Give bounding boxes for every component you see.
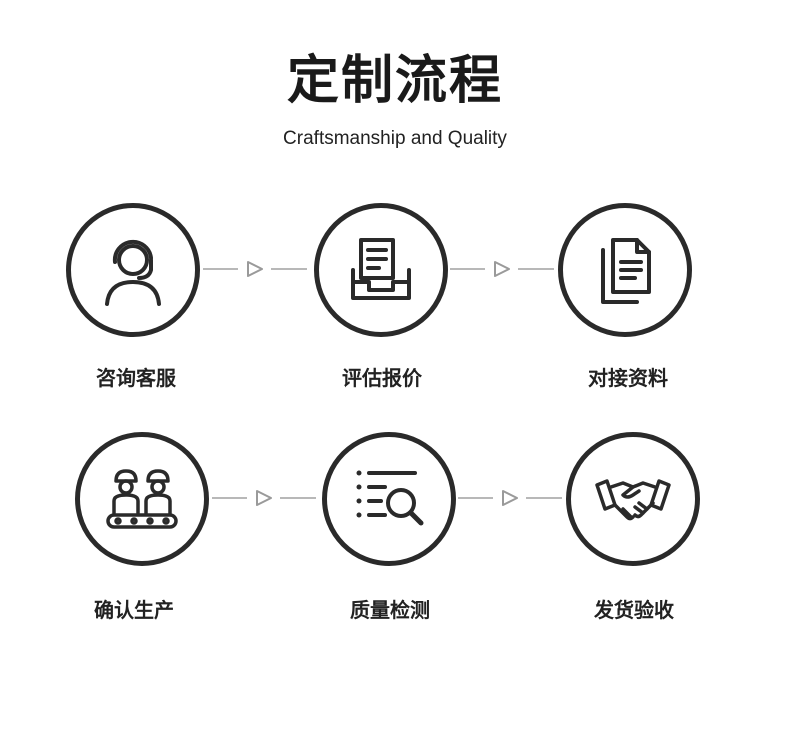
step-circle <box>322 432 456 566</box>
step-circle <box>66 203 200 337</box>
step-documents <box>558 203 698 343</box>
page-subtitle: Craftsmanship and Quality <box>283 128 507 149</box>
step-connector-arrow <box>212 488 322 508</box>
step-label-delivery: 发货验收 <box>594 598 674 622</box>
step-quality <box>322 432 462 572</box>
step-connector-arrow <box>450 259 560 279</box>
step-circle <box>314 203 448 337</box>
step-connector-arrow <box>458 488 568 508</box>
step-circle <box>558 203 692 337</box>
document-tray-icon <box>351 238 411 300</box>
step-production <box>75 432 215 572</box>
step-label-quote: 评估报价 <box>342 366 422 390</box>
handshake-icon <box>595 479 671 521</box>
step-consult <box>66 203 206 343</box>
step-label-consult: 咨询客服 <box>96 366 176 390</box>
workers-conveyor-icon <box>106 469 178 529</box>
list-search-icon <box>356 470 424 526</box>
step-label-quality: 质量检测 <box>350 598 430 622</box>
step-quote <box>314 203 454 343</box>
documents-icon <box>601 238 651 304</box>
customer-service-icon <box>105 239 161 306</box>
step-circle <box>75 432 209 566</box>
step-label-documents: 对接资料 <box>588 366 668 390</box>
step-connector-arrow <box>203 259 313 279</box>
step-label-production: 确认生产 <box>94 598 174 622</box>
step-delivery <box>566 432 706 572</box>
step-circle <box>566 432 700 566</box>
page-title: 定制流程 <box>286 51 503 111</box>
